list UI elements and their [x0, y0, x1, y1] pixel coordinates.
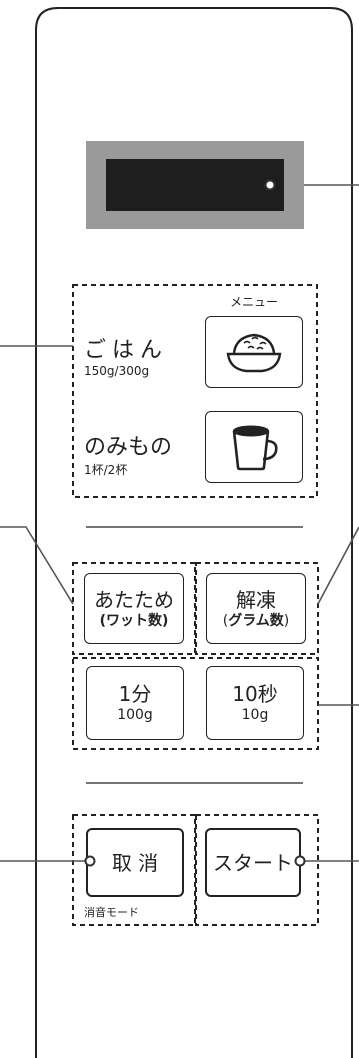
mute-mode-note: 消音モード: [84, 906, 139, 919]
kaito-button[interactable]: 解凍 (グラム数): [206, 573, 306, 644]
kaito-label: 解凍: [236, 587, 276, 612]
cancel-group-box: [72, 814, 196, 926]
kaito-group-box: [195, 562, 319, 655]
atatame-group-box: [72, 562, 196, 655]
start-callout-dot: [294, 855, 306, 867]
atatame-button[interactable]: あたため (ワット数): [84, 573, 184, 644]
callout-kaito: [317, 526, 359, 605]
ten-second-label: 10秒: [232, 682, 278, 706]
atatame-sub: (ワット数): [99, 612, 169, 629]
mug-icon: [232, 425, 278, 471]
start-button[interactable]: スタート: [205, 828, 301, 897]
time-group-box: [72, 657, 319, 750]
start-group-box: [195, 814, 319, 926]
rice-bowl-icon: [226, 333, 282, 373]
gohan-button[interactable]: [205, 316, 303, 388]
menu-nomimono-label: のみもの: [84, 435, 173, 460]
menu-gohan-sub: 150g/300g: [84, 364, 150, 378]
panel-border: [35, 7, 353, 1058]
start-label: スタート: [213, 850, 293, 875]
one-minute-button[interactable]: 1分 100g: [86, 666, 184, 740]
one-minute-label: 1分: [118, 682, 152, 706]
nomimono-button[interactable]: [205, 411, 303, 483]
one-minute-sub: 100g: [117, 707, 153, 723]
cancel-label: 取 消: [111, 850, 159, 875]
display-screen: [106, 159, 284, 211]
ten-second-button[interactable]: 10秒 10g: [206, 666, 304, 740]
kaito-sub: (グラム数): [222, 612, 290, 629]
menu-gohan-label: ごはん: [84, 338, 169, 363]
display-callout-dot: [264, 179, 276, 191]
cancel-button[interactable]: 取 消: [86, 828, 184, 897]
menu-header: メニュー: [230, 295, 279, 309]
cancel-callout-dot: [84, 855, 96, 867]
callout-atatame: [0, 526, 74, 605]
ten-second-sub: 10g: [241, 707, 269, 723]
menu-group-box: [72, 284, 318, 498]
menu-nomimono-sub: 1杯/2杯: [84, 463, 128, 477]
atatame-label: あたため: [94, 587, 174, 612]
